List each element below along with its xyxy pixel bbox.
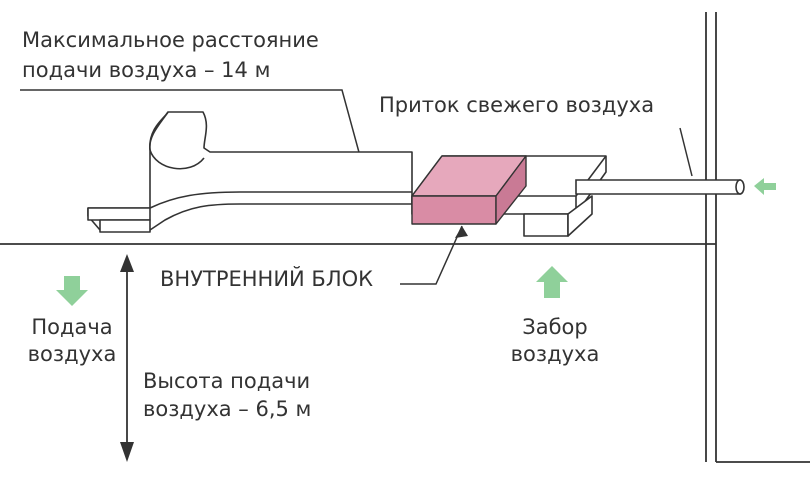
double-arrow-vertical-icon [120, 254, 134, 462]
intake-label-line1: Забор [522, 315, 588, 339]
fresh-air-leader [679, 127, 693, 177]
fresh-air-label: Приток свежего воздуха [379, 93, 655, 117]
fresh-air-pipe [575, 179, 745, 195]
indoor-unit-leader-arrowhead [455, 226, 468, 238]
arrow-down-icon [56, 276, 88, 306]
arrow-up-icon [536, 266, 568, 298]
indoor-unit-highlight [411, 155, 527, 225]
max-distance-label-line2: подачи воздуха – 14 м [22, 58, 271, 82]
max-distance-label-line1: Максимальное расстояние [22, 28, 319, 52]
supply-duct [87, 111, 413, 233]
supply-label-line2: воздуха [27, 342, 117, 366]
height-label-line2: воздуха – 6,5 м [143, 397, 312, 421]
max-distance-leader [20, 89, 361, 157]
arrow-left-icon [754, 178, 776, 195]
indoor-unit-label: ВНУТРЕННИЙ БЛОК [160, 267, 374, 291]
supply-label-line1: Подача [31, 315, 113, 339]
intake-label-line2: воздуха [510, 342, 600, 366]
indoor-unit-leader [400, 225, 463, 285]
height-label-line1: Высота подачи [143, 369, 311, 393]
